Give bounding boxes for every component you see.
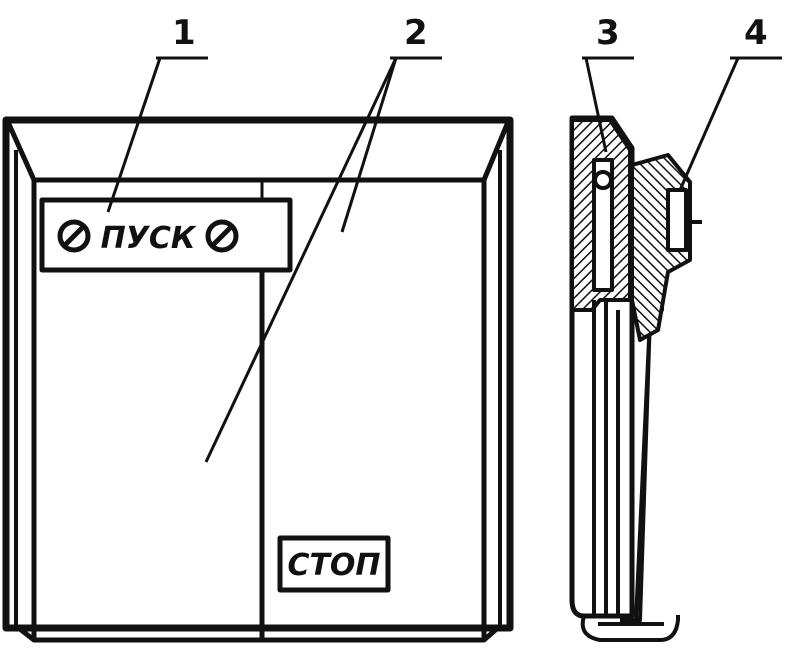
leader-4 <box>678 57 740 191</box>
side-foot <box>580 615 680 642</box>
stop-plate <box>277 535 391 593</box>
bevel-left-top <box>5 120 37 182</box>
leader-2a <box>340 57 398 233</box>
side-outer <box>569 115 635 619</box>
leader-3 <box>584 57 608 153</box>
side-screw-head <box>666 188 688 252</box>
side-slot <box>592 158 614 292</box>
callout-1: 1 <box>172 13 196 53</box>
side-hole <box>593 170 613 190</box>
screw-right-icon <box>205 219 239 253</box>
side-view <box>569 115 702 642</box>
bevel-right-bottom <box>482 624 502 642</box>
bevel-right-top <box>481 121 511 181</box>
leader-2b <box>204 57 398 463</box>
bevel-left-bottom <box>14 624 36 642</box>
screw-left-icon <box>57 219 91 253</box>
side-panel-inner <box>634 317 652 621</box>
start-plate <box>39 197 293 273</box>
front-view <box>2 116 514 643</box>
callout-2: 2 <box>404 13 428 53</box>
stop-label: СТОП <box>287 548 380 583</box>
leader-1 <box>106 57 162 213</box>
outer-frame <box>2 116 514 632</box>
start-label: ПУСК <box>101 221 197 256</box>
leaders <box>106 56 782 463</box>
callout-4: 4 <box>744 13 768 53</box>
callout-3: 3 <box>596 13 620 53</box>
